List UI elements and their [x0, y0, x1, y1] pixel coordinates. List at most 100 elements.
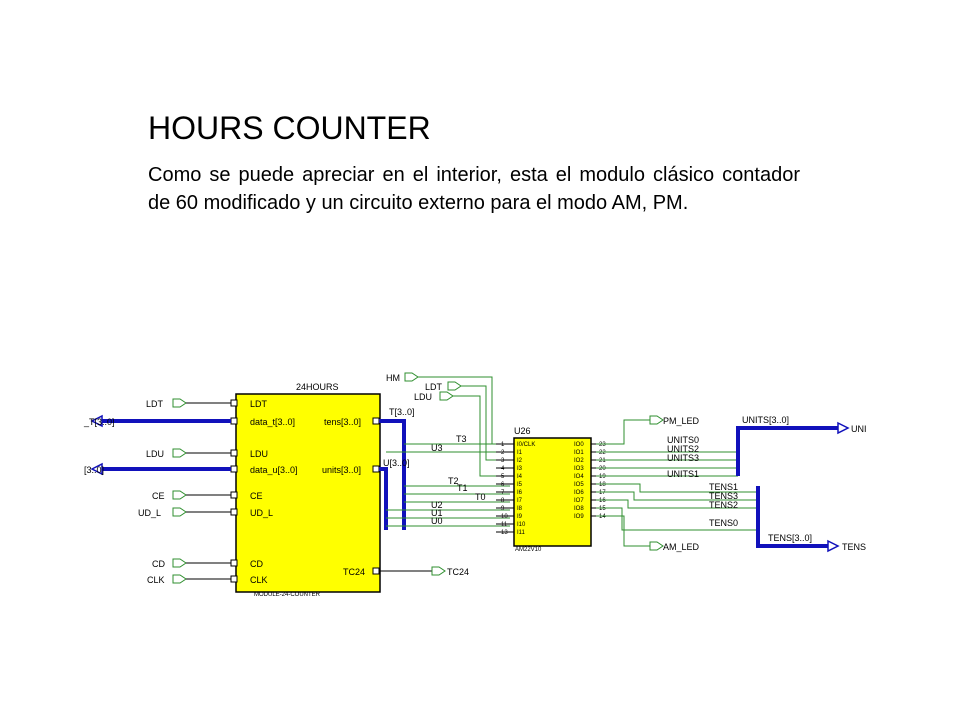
module-type: MODULE-24-COUNTER [254, 592, 321, 598]
pin-marker [230, 465, 238, 473]
pld-pin-number: 21 [599, 458, 606, 464]
pld-pin-label: I1 [517, 450, 523, 456]
output-flag [431, 566, 446, 576]
pin-marker [372, 567, 380, 575]
module-name: 24HOURS [296, 382, 339, 392]
pin-label-ud-l: UD_L [250, 508, 273, 518]
wire-tens3 [596, 491, 758, 501]
pld-pin-label: I3 [517, 466, 523, 472]
pld-pin-label: I8 [517, 506, 523, 512]
output-flag [649, 541, 664, 551]
pld-pin-number: 13 [501, 530, 508, 536]
net-u0: U0 [431, 516, 443, 526]
pin-marker [230, 399, 238, 407]
pld-pin-label: I2 [517, 458, 523, 464]
wire-ldt [461, 385, 510, 461]
pld-pin-label: I4 [517, 474, 523, 480]
pin-label-tens: tens[3..0] [324, 417, 361, 427]
pin-marker [372, 465, 380, 473]
pld-pin-label: I7 [517, 498, 523, 504]
input-label-ldu: LDU [146, 449, 164, 459]
pin-label-clk: CLK [250, 575, 268, 585]
net-units2: UNITS2 [667, 444, 699, 454]
pld-pin-label: I10 [517, 522, 526, 528]
net-u2: U2 [431, 500, 443, 510]
wire-pm-led [596, 419, 650, 445]
pin-marker [230, 449, 238, 457]
pin-marker [372, 417, 380, 425]
output-flag [649, 415, 664, 425]
bus-arrow [90, 462, 103, 476]
input-flag [172, 574, 187, 584]
pld-pin-number: 18 [599, 482, 606, 488]
input-flag [172, 448, 187, 458]
bus-arrow [90, 414, 103, 428]
input-label-ud-l: UD_L [138, 508, 161, 518]
pin-label-cd: CD [250, 559, 263, 569]
pin-label-units: units[3..0] [322, 465, 361, 475]
net-tens-bus: TENS[3..0] [768, 533, 812, 543]
pld-pin-number: 15 [599, 506, 606, 512]
net-t-bus: T[3..0] [389, 407, 415, 417]
pld-pin-number: 7 [501, 490, 505, 496]
net-units3: UNITS3 [667, 453, 699, 463]
pld-pin-number: 11 [501, 522, 508, 528]
pin-label-ldt: LDT [250, 399, 268, 409]
pin-label-data-u: data_u[3..0] [250, 465, 298, 475]
wire-am-led [596, 515, 650, 547]
input-flag [172, 558, 187, 568]
pin-marker [230, 559, 238, 567]
net-tens1: TENS1 [709, 482, 738, 492]
pld-pin-label: IO5 [574, 482, 584, 488]
output-label-pm-led: PM_LED [663, 416, 700, 426]
pld-pin-label: I0/CLK [517, 442, 535, 448]
pin-marker [230, 417, 238, 425]
output-label-uni: UNI [851, 424, 867, 434]
wire-tens2 [596, 499, 758, 509]
pld-pin-number: 19 [599, 474, 606, 480]
input-label-ldt: LDT [146, 399, 164, 409]
pin-marker [230, 508, 238, 516]
net-t3: T3 [456, 434, 467, 444]
pin-marker [230, 491, 238, 499]
tens-bus [756, 486, 828, 548]
bus-arrow [837, 421, 850, 435]
pld-pin-number: 10 [501, 514, 508, 520]
pld-pin-number: 6 [501, 482, 505, 488]
pld-pin-number: 1 [501, 442, 505, 448]
pld-pin-label: IO6 [574, 490, 584, 496]
net-u1: U1 [431, 508, 443, 518]
net-hm: HM [386, 373, 400, 383]
pld-pin-number: 16 [599, 498, 606, 504]
pld-pin-label: IO1 [574, 450, 584, 456]
pld-pin-number: 5 [501, 474, 505, 480]
t-bus [379, 419, 406, 530]
units-bus [736, 426, 838, 476]
net-t1: T1 [457, 483, 468, 493]
pld-pin-label: IO7 [574, 498, 584, 504]
pld-pin-number: 23 [599, 442, 606, 448]
pld-pin-number: 17 [599, 490, 606, 496]
input-label-data-t: _T[3..0] [83, 417, 115, 427]
input-label-data-u: [3..0] [84, 465, 104, 475]
pld-pin-label: IO8 [574, 506, 584, 512]
pld-pin-number: 2 [501, 450, 505, 456]
pld-pin-label: IO2 [574, 458, 584, 464]
input-flag [404, 372, 419, 382]
pld-pin-number: 4 [501, 466, 505, 472]
net-tens3: TENS3 [709, 491, 738, 501]
net-tens2: TENS2 [709, 500, 738, 510]
pin-label-ldu: LDU [250, 449, 268, 459]
pld-pin-number: 9 [501, 506, 505, 512]
pld-pin-label: IO4 [574, 474, 584, 480]
net-u-bus: U[3..0] [383, 458, 410, 468]
pld-pin-label: I6 [517, 490, 523, 496]
input-flag [439, 391, 454, 401]
pld-pin-label: I9 [517, 514, 523, 520]
input-label-ce: CE [152, 491, 165, 501]
slide-title: HOURS COUNTER [148, 110, 431, 146]
net-tens0: TENS0 [709, 518, 738, 528]
module-24hours-block [235, 393, 381, 593]
